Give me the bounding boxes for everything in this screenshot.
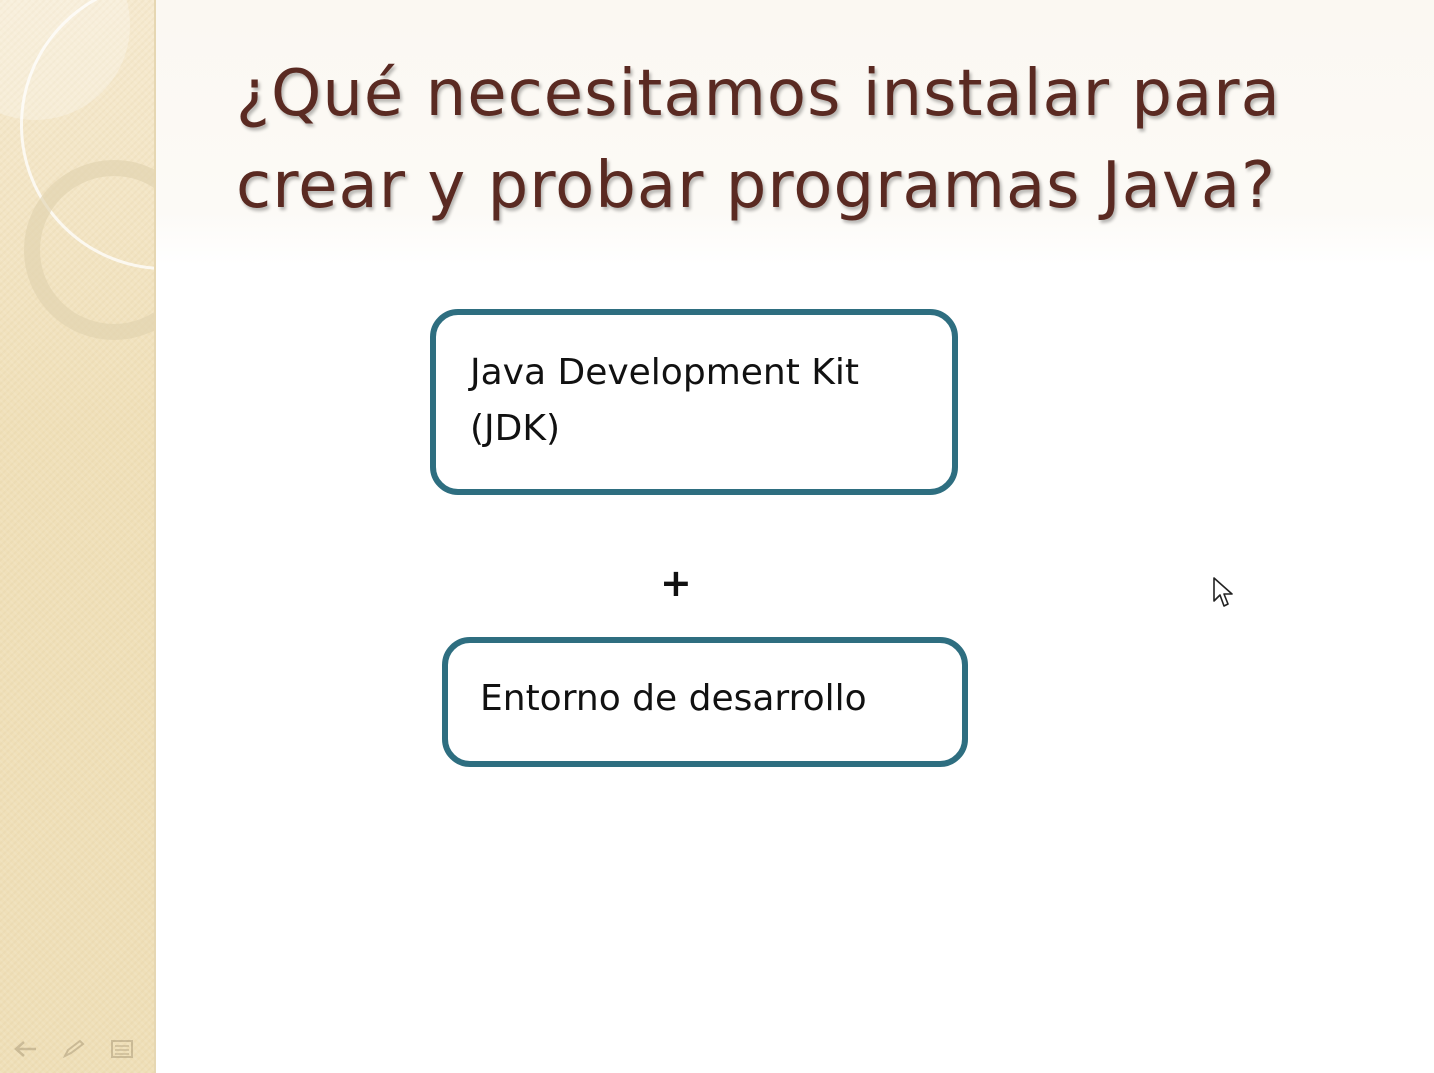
jdk-box-line-1: Java Development Kit xyxy=(470,352,860,393)
slide-title: ¿Qué necesitamos instalar para crear y pr… xyxy=(236,48,1316,232)
slide-title-line-2: crear y probar programas Java? xyxy=(236,149,1276,223)
slide-title-line-1: ¿Qué necesitamos instalar para xyxy=(236,57,1281,131)
plus-sign: + xyxy=(660,561,692,605)
slide-sidebar-decoration xyxy=(0,0,156,1073)
title-band xyxy=(156,0,1434,265)
slideshow-nav-controls xyxy=(12,1039,154,1059)
slide-content-area: ¿Qué necesitamos instalar para crear y pr… xyxy=(156,0,1434,1073)
mouse-pointer-icon xyxy=(1213,577,1233,607)
arrow-back-icon[interactable] xyxy=(12,1039,40,1059)
jdk-box-line-2: (JDK) xyxy=(470,408,561,449)
jdk-box: Java Development Kit (JDK) xyxy=(430,309,958,495)
pen-icon[interactable] xyxy=(60,1039,88,1059)
menu-icon[interactable] xyxy=(108,1039,136,1059)
ide-box-label: Entorno de desarrollo xyxy=(480,678,867,719)
ide-box: Entorno de desarrollo xyxy=(442,637,968,767)
